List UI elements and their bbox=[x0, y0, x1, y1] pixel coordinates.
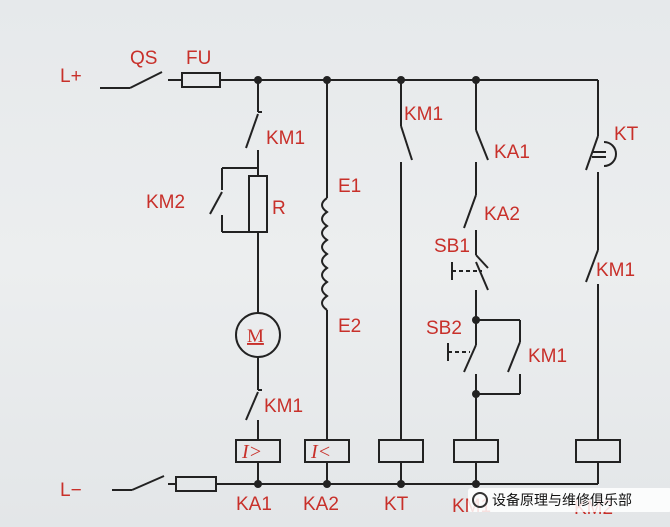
label-motor: M bbox=[247, 326, 264, 347]
bottom-bus bbox=[112, 475, 598, 492]
label-ka2: KA2 bbox=[484, 204, 520, 225]
bottom-label-ka1: KA1 bbox=[236, 494, 272, 515]
bottom-label-ka2: KA2 bbox=[303, 494, 339, 515]
coil-km1 bbox=[453, 439, 499, 463]
label-kt-top: KT bbox=[614, 124, 639, 145]
label-sb2: SB2 bbox=[426, 318, 462, 339]
bottom-label-kt: KT bbox=[384, 494, 409, 515]
coil-kt bbox=[378, 439, 424, 463]
label-l-plus: L+ bbox=[60, 66, 82, 87]
label-l-minus: L− bbox=[60, 480, 82, 501]
label-km1-col4: KM1 bbox=[528, 346, 567, 367]
column-km1 bbox=[447, 80, 521, 484]
wechat-icon bbox=[472, 492, 488, 508]
coil-km2 bbox=[575, 439, 621, 463]
column-kt bbox=[378, 80, 424, 484]
coil-label-ka1: I> bbox=[241, 441, 262, 463]
watermark: 设备原理与维修俱乐部 bbox=[468, 488, 670, 512]
label-fu: FU bbox=[186, 48, 211, 69]
label-qs: QS bbox=[130, 48, 157, 69]
label-e2: E2 bbox=[338, 316, 361, 337]
label-ka1: KA1 bbox=[494, 142, 530, 163]
label-km1-bottom: KM1 bbox=[264, 396, 303, 417]
resistor-r bbox=[248, 175, 268, 233]
label-sb1: SB1 bbox=[434, 236, 470, 257]
column-km2 bbox=[575, 80, 621, 484]
column-motor bbox=[209, 80, 281, 484]
label-km1-col5: KM1 bbox=[596, 260, 635, 281]
top-bus bbox=[100, 71, 598, 89]
watermark-text: 设备原理与维修俱乐部 bbox=[492, 493, 632, 509]
label-e1: E1 bbox=[338, 176, 361, 197]
label-km1-top: KM1 bbox=[266, 128, 305, 149]
label-r: R bbox=[272, 198, 286, 219]
label-km2: KM2 bbox=[146, 192, 185, 213]
label-km1-col3: KM1 bbox=[404, 104, 443, 125]
coil-label-ka2: I< bbox=[310, 441, 331, 463]
column-field bbox=[304, 80, 350, 484]
